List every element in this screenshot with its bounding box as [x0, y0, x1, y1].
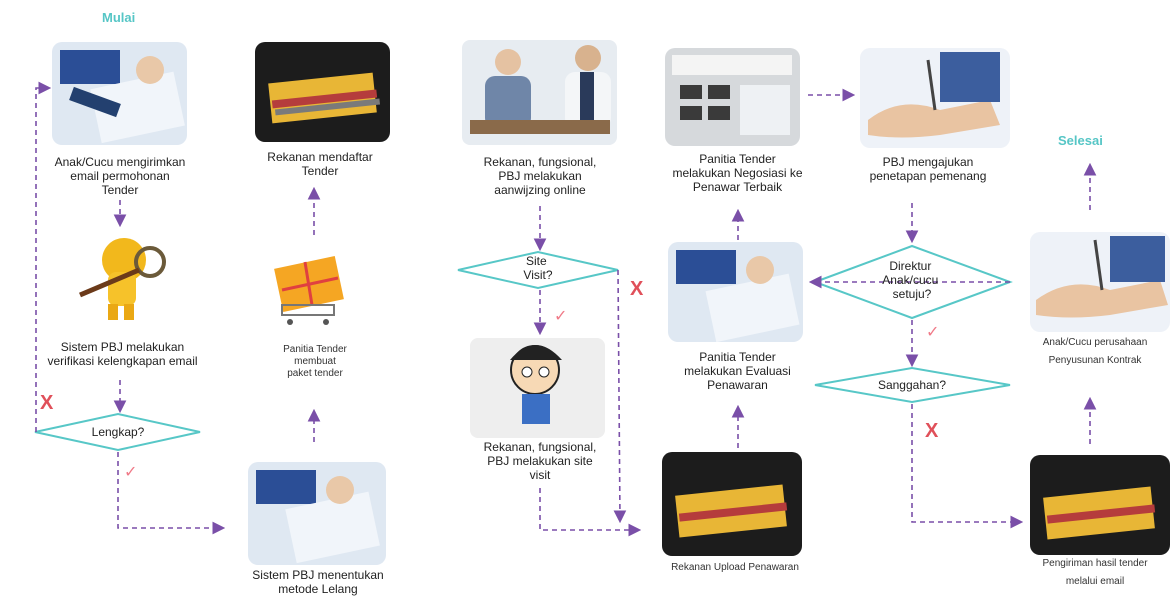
- cross-mark-lengkap: X: [40, 392, 54, 414]
- picture-pengiriman: [1030, 455, 1170, 555]
- picture-evaluasi: [668, 242, 803, 343]
- decision-sanggahan-label: Sanggahan?: [878, 378, 946, 392]
- decision-lengkap-label: Lengkap?: [92, 425, 145, 439]
- decision-lengkap-shape: [34, 412, 201, 452]
- check-mark-lengkap: ✓: [124, 464, 138, 481]
- picture-sitevisit: [470, 338, 605, 438]
- cross-mark-sanggahan: X: [925, 420, 939, 442]
- picture-metode: [248, 462, 386, 565]
- decision-direktur-label: Direktur Anak/cucu setuju?: [882, 259, 941, 301]
- connectors: [35, 81, 1097, 537]
- picture-aanwijzing: [462, 40, 617, 145]
- check-mark-sitevisit: ✓: [554, 308, 568, 325]
- picture-upload: [662, 452, 802, 556]
- picture-negosiasi: [665, 48, 800, 146]
- cross-mark-sitevisit: X: [630, 278, 644, 300]
- picture-verify: [79, 238, 166, 320]
- decision-sanggahan-shape: [814, 366, 1011, 404]
- picture-email: [52, 42, 187, 145]
- decision-sitevisit-label: Site Visit?: [523, 254, 552, 282]
- picture-paket: [274, 256, 344, 325]
- picture-kontrak: [1030, 232, 1170, 332]
- picture-penetapan: [860, 48, 1010, 148]
- step-upload-label: Rekanan Upload Penawaran: [671, 562, 799, 573]
- picture-daftar: [255, 42, 390, 142]
- check-mark-direktur: ✓: [926, 324, 940, 341]
- start-terminal: Mulai: [102, 10, 136, 25]
- end-terminal: Selesai: [1058, 133, 1103, 148]
